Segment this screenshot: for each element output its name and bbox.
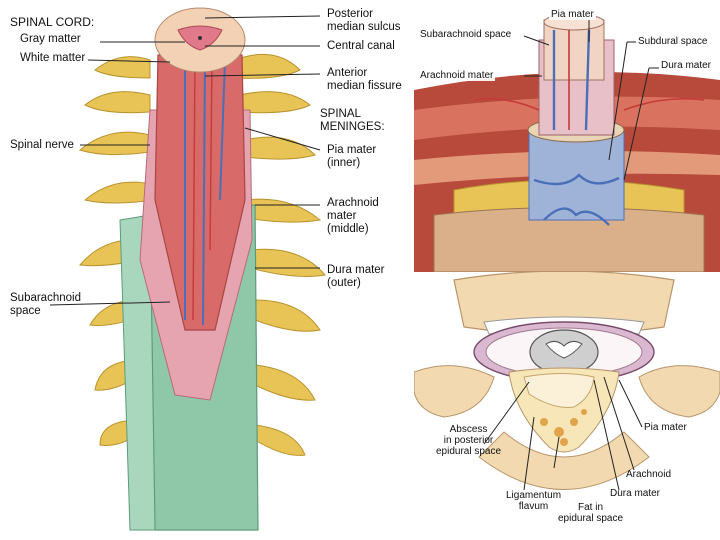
posterior-median-sulcus-label: Posterior median sulcus xyxy=(327,8,401,33)
spinal-cord-heading: SPINAL CORD: xyxy=(10,15,95,29)
white-matter-label: White matter xyxy=(20,52,86,64)
subarachnoid-space-label: Subarachnoid space xyxy=(10,292,81,317)
spinal-cord-drawing xyxy=(78,7,326,531)
gray-matter-label: Gray matter xyxy=(20,33,81,45)
meninges-3d-drawing xyxy=(414,13,720,272)
fat-epidural-label: Fat in epidural space xyxy=(558,502,624,525)
tr-dura-mater-label: Dura mater xyxy=(659,60,714,72)
br-dura-mater-label: Dura mater xyxy=(610,488,661,499)
anterior-median-fissure-label: Anterior median fissure xyxy=(327,67,402,92)
tr-subdural-space-label: Subdural space xyxy=(636,36,710,48)
pia-mater-inner-label: Pia mater (inner) xyxy=(327,144,377,169)
tr-subarachnoid-space-label: Subarachnoid space xyxy=(418,29,514,41)
ligamentum-flavum-label: Ligamentum flavum xyxy=(506,490,562,513)
epidural-abscess-cross-section: Abscess in posterior epidural space Liga… xyxy=(414,272,720,540)
arachnoid-mater-middle-label: Arachnoid mater (middle) xyxy=(327,197,379,235)
dura-mater-outer-label: Dura mater (outer) xyxy=(327,264,385,289)
tr-pia-mater-label: Pia mater xyxy=(549,9,596,21)
abscess-label: Abscess in posterior epidural space xyxy=(436,424,502,458)
central-canal-label: Central canal xyxy=(327,40,395,52)
br-pia-mater-label: Pia mater xyxy=(644,422,687,433)
br-arachnoid-label: Arachnoid xyxy=(626,469,672,480)
left-leader-lines xyxy=(49,15,321,306)
tr-arachnoid-mater-label: Arachnoid mater xyxy=(418,70,496,82)
spinal-meninges-heading: SPINAL MENINGES: xyxy=(320,108,385,133)
spinal-cord-illustration: SPINAL CORD: Gray matter White matter Sp… xyxy=(10,7,402,531)
spinal-nerve-label: Spinal nerve xyxy=(10,139,74,151)
blood-vessels xyxy=(184,59,226,326)
cross-section-drawing xyxy=(414,272,720,491)
meninges-3d-illustration: Pia mater Subarachnoid space Subdural sp… xyxy=(414,0,720,272)
